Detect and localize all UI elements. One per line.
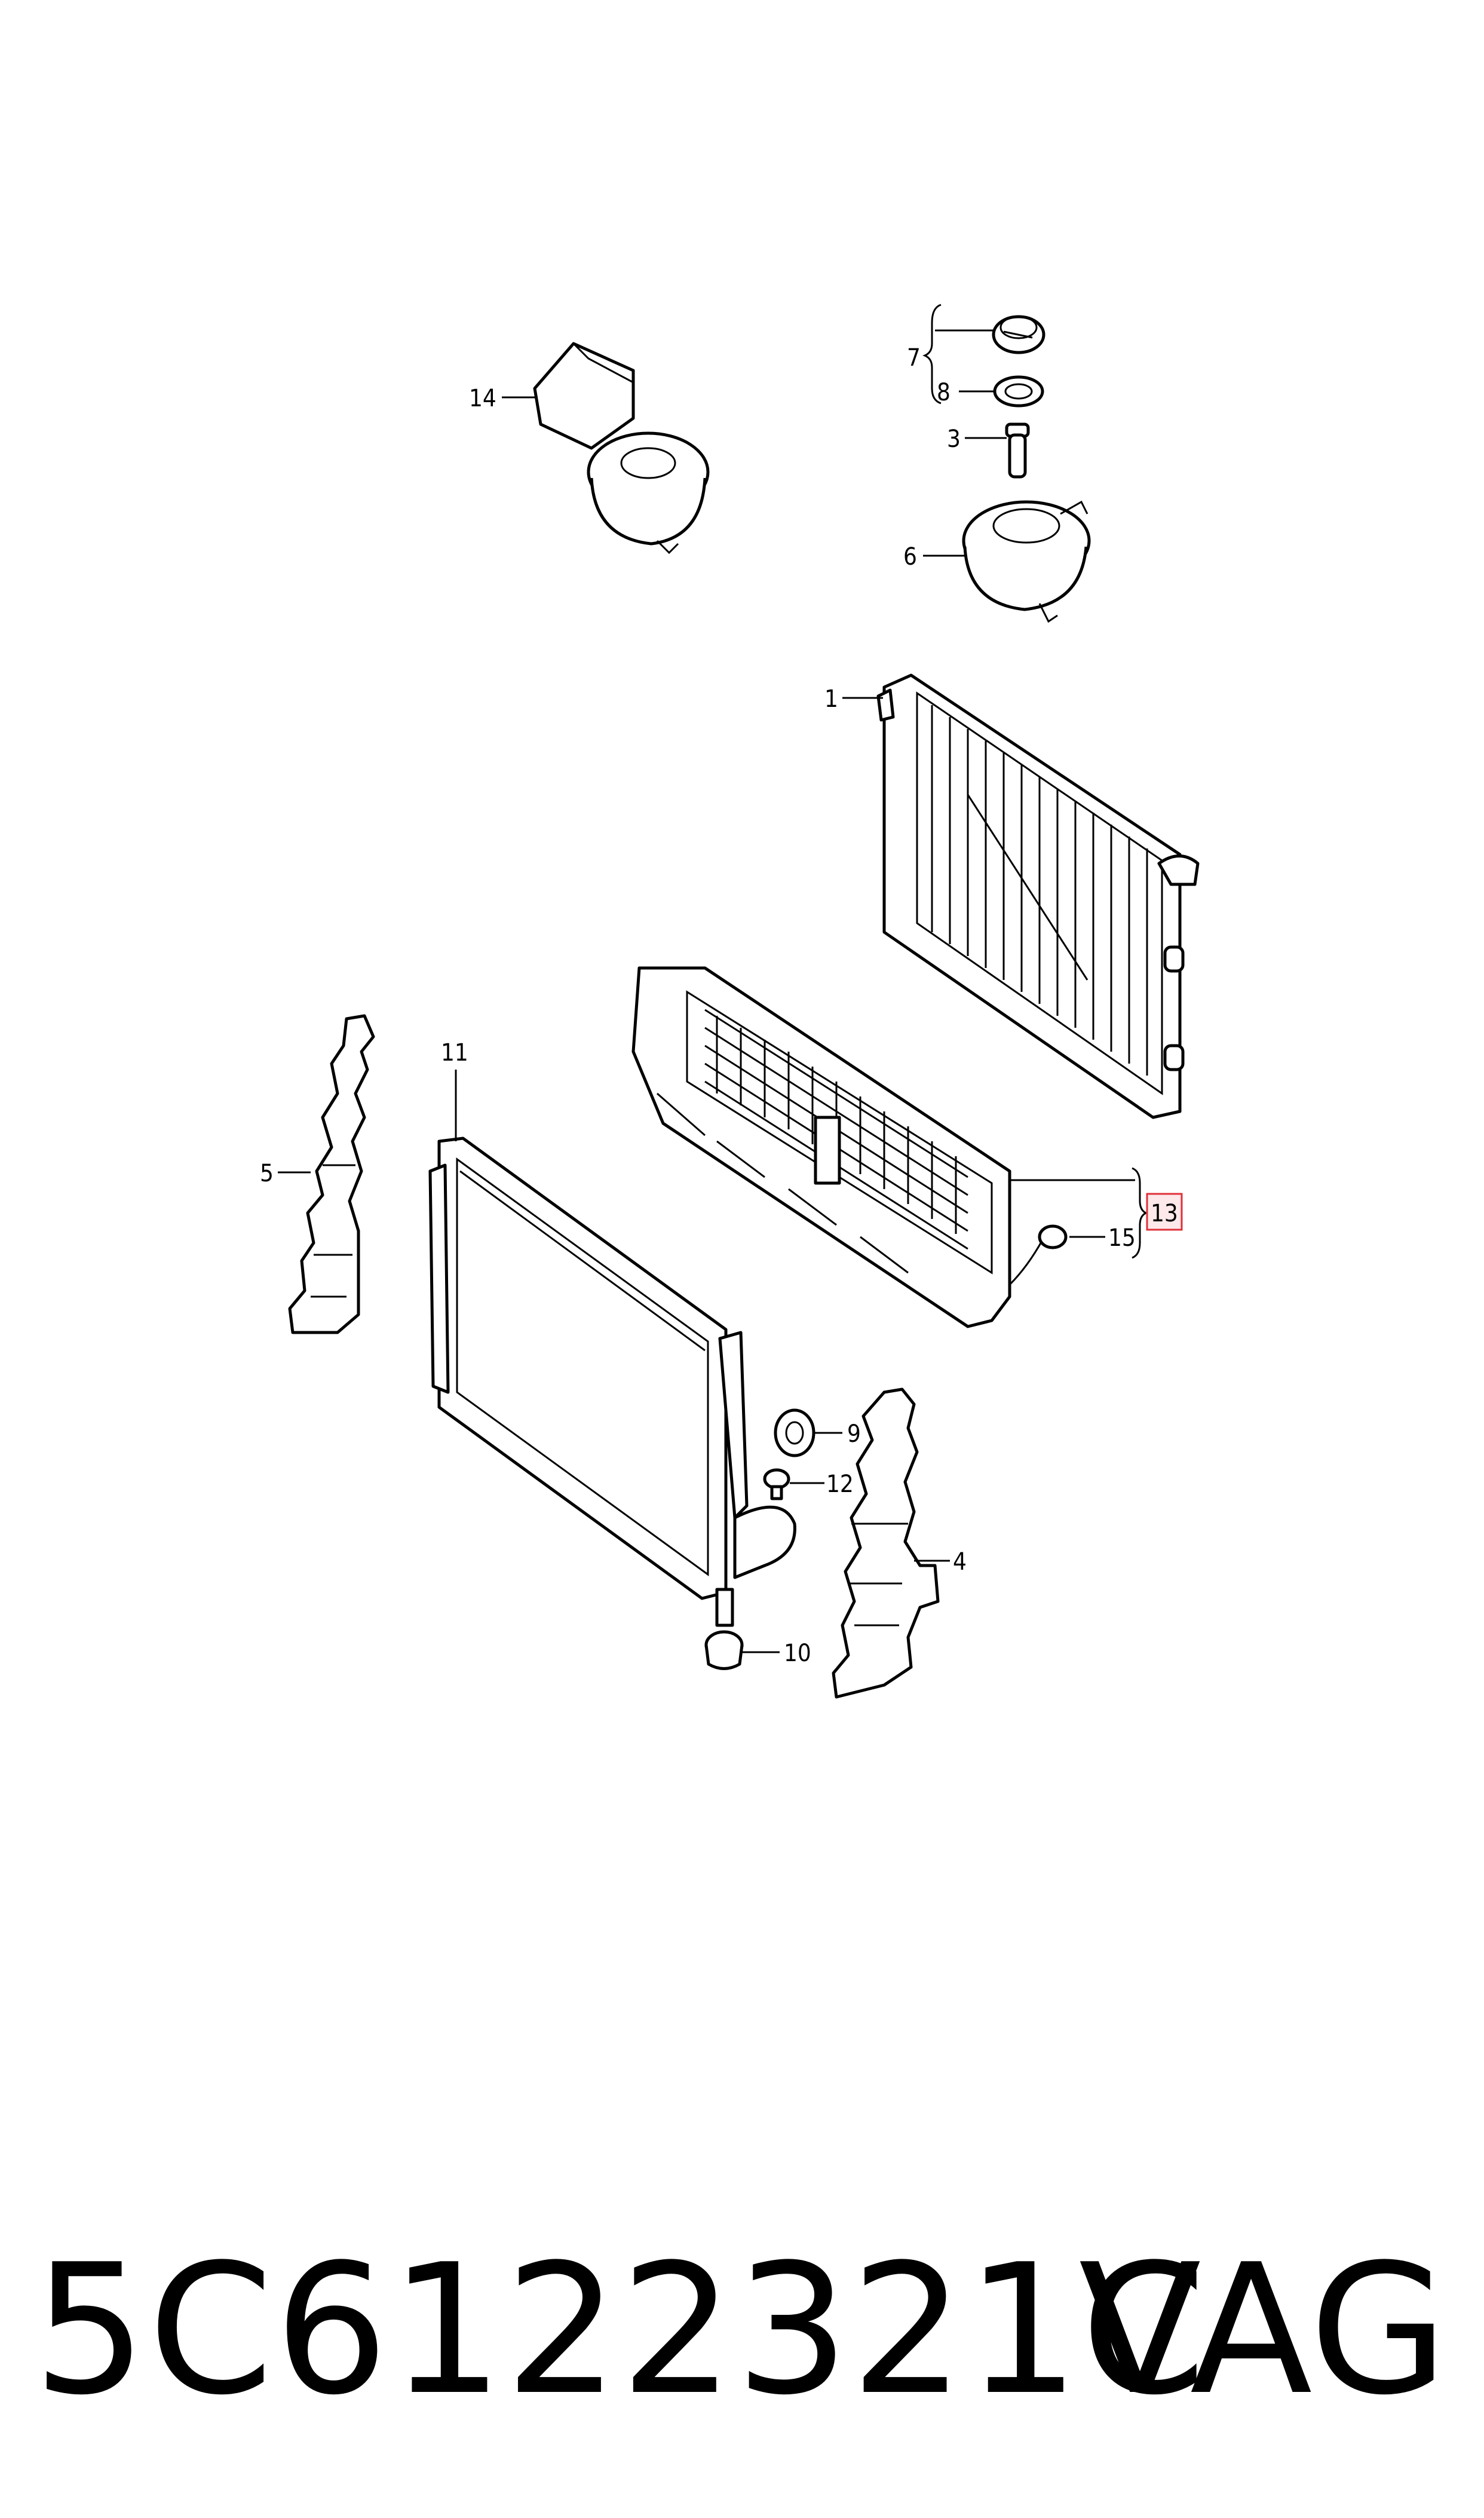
part-15-actuator-wire [1008,1224,1068,1286]
part-12-clip: 12 [763,1468,854,1500]
callout-4: 4 [914,1548,967,1576]
callout-14: 14 [469,385,538,412]
part-11-charge-air-cooler: 11 [428,1039,796,1627]
part-7-cap [992,315,1045,354]
brand-label: VAG [1078,2226,1448,2434]
callout-15-label: 15 [1108,1224,1136,1252]
callout-5: 5 [260,1160,311,1187]
callout-7-label: 7 [907,344,921,372]
part-number: 5C6122321C [33,2226,1207,2434]
callout-8-label: 8 [937,379,951,406]
part-14-cap [533,342,635,450]
part-1-radiator [876,673,1200,1119]
callout-6: 6 [903,543,965,571]
callout-3-label: 3 [947,425,961,453]
callout-10-label: 10 [784,1640,811,1667]
part-14-reservoir [587,431,710,555]
callout-1: 1 [824,685,883,713]
callout-13-15-bracket: 15 13 [1010,1167,1183,1259]
part-8-seal-ring [993,375,1044,408]
exploded-parts-diagram: 14 7 8 3 6 [260,304,1200,1699]
callout-7-bracket: 7 8 [907,304,994,406]
part-5-left-air-duct [288,1014,375,1334]
callout-13-highlight-box [1146,1193,1183,1231]
callout-3: 3 [947,425,1007,453]
callout-9-label: 9 [847,1420,861,1448]
part-4-right-air-duct [832,1387,940,1699]
callout-11-label: 11 [441,1039,468,1067]
callout-6-label: 6 [903,543,917,571]
callout-12-label: 12 [826,1471,854,1498]
part-3-bolt [1005,422,1030,479]
callout-5-label: 5 [260,1160,274,1187]
part-13-air-shutter [631,966,1011,1328]
callout-1-label: 1 [824,685,838,713]
callout-14-label: 14 [469,385,496,412]
part-9-mount: 9 [774,1408,861,1457]
part-10-bushing: 10 [704,1630,811,1670]
callout-13-label: 13 [1151,1200,1178,1227]
callout-4-label: 4 [953,1548,967,1576]
part-6-expansion-tank [962,500,1091,623]
